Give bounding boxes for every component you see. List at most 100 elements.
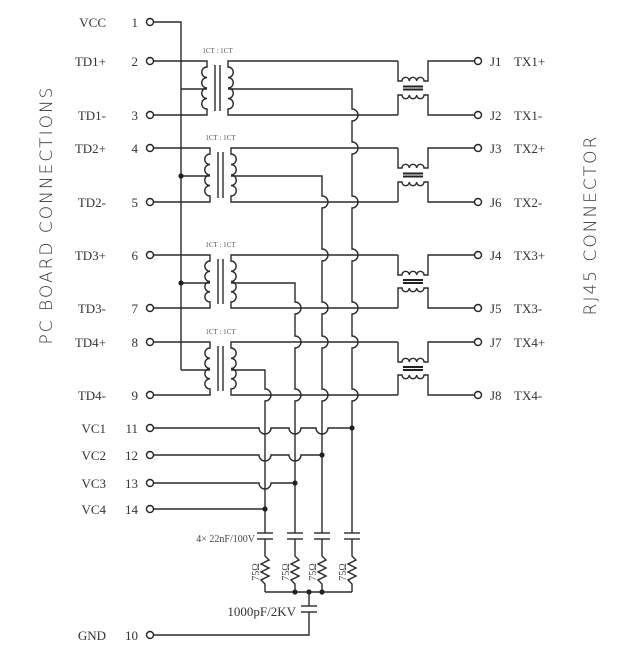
junction-dot [292,589,298,595]
right-title: RJ45 CONNECTOR [581,135,601,316]
transformer-secondary [227,60,398,116]
hv-capacitor-label: 1000pF/2KV [227,604,296,619]
left-pin-terminal [145,450,155,460]
transformer-ratio-label: 1CT : 1CT [202,47,233,55]
rj45-pin-terminal [473,303,483,313]
choke-winding-bottom [397,94,474,116]
left-pin-terminal [145,337,155,347]
rj45-pin-terminal [473,250,483,260]
left-pin-number: 7 [132,301,139,316]
transformer-primary [154,147,211,203]
transformer-ratio-label: 1CT : 1CT [205,328,236,336]
rj45-signal-name: TX4- [514,388,542,403]
left-pin-terminal [145,56,155,66]
left-pin-number: 6 [132,248,139,263]
choke-winding-top [397,341,474,363]
rj45-signal-name: TX1- [514,108,542,123]
left-pin-number: 4 [132,141,139,156]
choke-winding-bottom [397,374,474,396]
left-pin-name: VCC [79,15,106,30]
rj45-pin-terminal [473,110,483,120]
left-pin-name: TD1+ [75,54,106,69]
gnd-line [154,612,310,636]
left-pin-number: 12 [125,448,138,463]
left-pin-number: 8 [132,335,139,350]
left-pin-terminal [145,390,155,400]
left-pin-name: VC4 [81,502,106,517]
choke-winding-top [397,147,474,169]
rj45-pin-number: J4 [490,248,502,263]
left-pin-name: TD4- [78,388,106,403]
left-pin-number: 13 [125,476,138,491]
junction-dot [178,173,184,179]
left-pin-name: TD2+ [75,141,106,156]
vc-line [154,427,352,435]
transformer-secondary [230,341,398,396]
vc-line [154,454,322,462]
left-pin-name: TD3+ [75,248,106,263]
center-tap-secondary [231,369,272,533]
resistor-label: 75Ω [338,563,349,580]
resistor-label: 75Ω [308,563,319,580]
resistor [316,539,328,592]
choke-winding-bottom [397,181,474,203]
center-tap-secondary [231,175,329,533]
rj45-signal-name: TX3- [514,301,542,316]
left-pin-terminal [145,110,155,120]
transformer-ratio-label: 1CT : 1CT [205,241,236,249]
left-pin-name: VC3 [81,476,106,491]
left-pin-name: GND [78,628,106,643]
left-pin-number: 11 [125,421,138,436]
resistor [289,539,301,592]
rj45-pin-number: J3 [490,141,502,156]
transformer-primary [154,60,208,116]
left-pin-number: 2 [132,54,139,69]
junction-dot [349,425,355,431]
left-pin-terminal [145,17,155,27]
left-pin-number: 9 [132,388,139,403]
left-pin-number: 10 [125,628,138,643]
rj45-signal-name: TX2+ [514,141,545,156]
left-pin-name: TD4+ [75,335,106,350]
left-pin-terminal [145,197,155,207]
transformer-secondary [230,254,398,309]
transformer-secondary [230,147,398,203]
transformer-ratio-label: 1CT : 1CT [205,134,236,142]
junction-dot [319,452,325,458]
capacitor-label: 4× 22nF/100V [196,534,255,545]
choke-winding-top [397,60,474,82]
junction-dot [319,589,325,595]
resistor [259,539,271,592]
left-pin-number: 3 [132,108,139,123]
rj45-pin-terminal [473,56,483,66]
rj45-pin-number: J8 [490,388,502,403]
left-pin-name: TD2- [78,195,106,210]
left-pin-terminal [145,630,155,640]
rj45-pin-number: J7 [490,335,502,350]
transformer-primary [154,254,211,309]
junction-dot [178,280,184,286]
left-pin-name: TD1- [78,108,106,123]
choke-winding-top [397,254,474,276]
transformer-primary [154,341,211,396]
left-pin-terminal [145,303,155,313]
left-pin-terminal [145,504,155,514]
left-pin-name: TD3- [78,301,106,316]
left-pin-number: 14 [125,502,139,517]
center-tap-secondary [231,282,302,533]
rj45-signal-name: TX2- [514,195,542,210]
rj45-pin-number: J6 [490,195,502,210]
left-pin-number: 5 [132,195,139,210]
resistor-label: 75Ω [251,563,262,580]
rj45-pin-number: J1 [490,54,502,69]
left-pin-terminal [145,423,155,433]
left-pin-terminal [145,250,155,260]
rj45-pin-number: J5 [490,301,502,316]
left-pin-name: VC1 [81,421,106,436]
rj45-signal-name: TX1+ [514,54,545,69]
left-pin-number: 1 [132,15,139,30]
rj45-signal-name: TX3+ [514,248,545,263]
left-pin-name: VC2 [81,448,106,463]
junction-dot [292,480,298,486]
